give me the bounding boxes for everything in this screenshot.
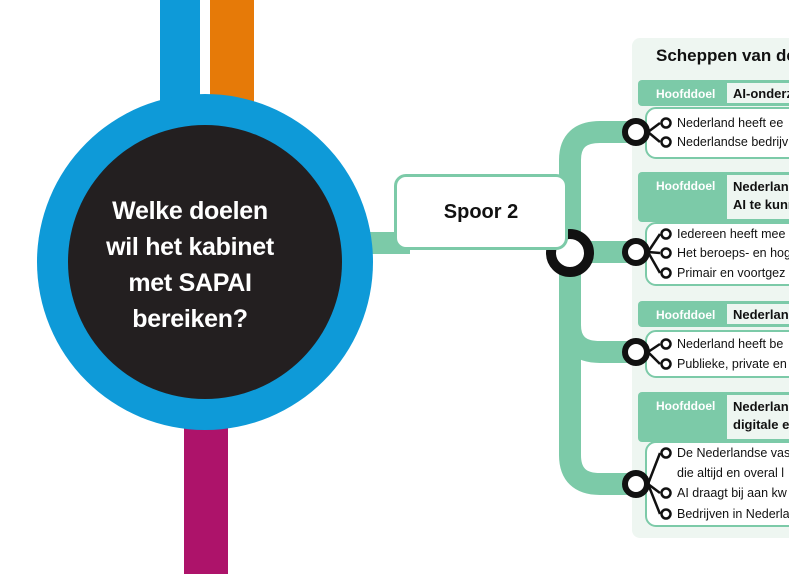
- subgoal-text: die altijd en overal l: [677, 466, 785, 480]
- subgoal-text: Nederland heeft be: [677, 337, 784, 351]
- branch-node: [622, 338, 650, 366]
- goal-label: Hoofddoel: [656, 399, 716, 413]
- goal-label: Hoofddoel: [656, 308, 716, 322]
- subgoal-dot: [660, 358, 672, 370]
- orange-line-top: [210, 0, 254, 110]
- goal-title-box: [727, 83, 789, 103]
- hub-question: Welke doelen wil het kabinet met SAPAI b…: [85, 193, 295, 337]
- subgoal-text: Iedereen heeft mee: [677, 227, 786, 241]
- goal-title: AI te kunn: [733, 197, 789, 212]
- goal-title: digitale e: [733, 417, 789, 432]
- subgoal-text: Nederlandse bedrijv: [677, 135, 789, 149]
- goal-title: Nederland: [733, 179, 789, 194]
- goal-title-box: [727, 395, 789, 439]
- subgoal-link: [647, 483, 661, 494]
- subgoal-text: Publieke, private en: [677, 357, 787, 371]
- goal-title: AI-onderz: [733, 86, 789, 101]
- hub-line: bereiken?: [132, 305, 248, 333]
- subgoal-text: Nederland heeft ee: [677, 116, 784, 130]
- hub-line: Welke doelen: [112, 197, 268, 225]
- subgoal-dot: [660, 228, 672, 240]
- panel-title: Scheppen van de: [656, 46, 789, 65]
- subgoal-text: Bedrijven in Nederla: [677, 507, 789, 521]
- subgoal-dot: [660, 447, 672, 459]
- branch-node: [622, 118, 650, 146]
- goal-title: Nederland: [733, 399, 789, 414]
- branch-line: [559, 255, 636, 495]
- subgoal-link: [647, 342, 661, 354]
- subgoal-link: [646, 452, 662, 485]
- branch-line: [559, 121, 636, 255]
- subgoal-link: [647, 351, 661, 365]
- subgoal-dot: [660, 508, 672, 520]
- hub-center: [68, 125, 342, 399]
- blue-line-top: [160, 0, 200, 110]
- subgoal-link: [647, 122, 661, 133]
- hub-line: met SAPAI: [128, 269, 252, 297]
- goal-title: Nederlan: [733, 307, 789, 322]
- subgoal-dot: [660, 338, 672, 350]
- subgoal-link: [646, 251, 662, 274]
- branch-node: [622, 470, 650, 498]
- branch-node: [622, 238, 650, 266]
- subgoal-link: [647, 250, 661, 255]
- spoor-label: Spoor 2: [443, 200, 519, 223]
- subgoal-dot: [660, 117, 672, 129]
- subgoal-link: [647, 131, 661, 143]
- hub-line: wil het kabinet: [106, 233, 274, 261]
- goal-title-box: [727, 175, 789, 219]
- subgoal-text: Het beroeps- en hog: [677, 246, 789, 260]
- subgoal-dot: [660, 136, 672, 148]
- subgoal-text: AI draagt bij aan kw: [677, 486, 787, 500]
- subgoal-text: De Nederlandse vas: [677, 446, 789, 460]
- subgoal-link: [646, 483, 662, 515]
- subgoal-dot: [660, 247, 672, 259]
- spoor-box: Spoor 2: [394, 174, 568, 250]
- goal-label: Hoofddoel: [656, 87, 716, 101]
- subgoal-link: [646, 233, 662, 253]
- subgoal-text: Primair en voortgez: [677, 266, 786, 280]
- subgoal-dot: [660, 487, 672, 499]
- subgoal-dot: [660, 267, 672, 279]
- goal-title-box: [727, 304, 789, 324]
- goal-label: Hoofddoel: [656, 179, 716, 193]
